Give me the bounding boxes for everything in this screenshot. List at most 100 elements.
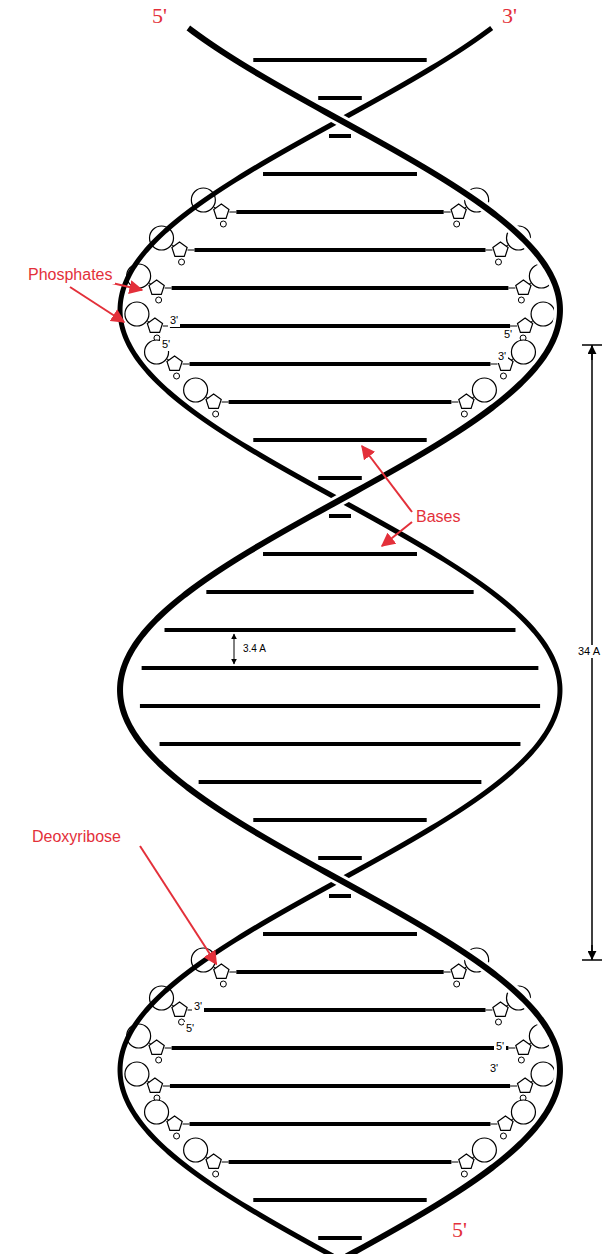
small-atom <box>220 221 226 227</box>
bond <box>165 288 172 289</box>
small-atom <box>179 259 185 265</box>
base-bar <box>318 96 362 100</box>
part-label: Bases <box>414 508 462 526</box>
bond <box>163 1086 170 1087</box>
base-bar <box>170 324 510 328</box>
leader-arrow <box>112 283 142 290</box>
small-atom <box>461 411 467 417</box>
small-atom <box>454 981 460 987</box>
base-bar <box>329 134 351 138</box>
backbone-strand <box>120 28 560 1254</box>
pitch-arrow <box>591 945 593 959</box>
base-bar <box>318 1236 362 1240</box>
phosphate-circle <box>125 1062 149 1086</box>
spacing-arrow <box>234 649 235 664</box>
base-bar <box>229 1160 452 1164</box>
base-bar <box>170 1084 510 1088</box>
base-bar <box>190 1122 491 1126</box>
carbon-label: 3' <box>168 314 180 327</box>
leader-arrow <box>362 446 412 512</box>
small-atom <box>500 373 506 379</box>
deoxyribose-pentagon <box>147 1078 162 1092</box>
base-bar <box>206 590 473 594</box>
bond <box>229 972 236 973</box>
small-atom <box>495 1019 501 1025</box>
strand-gap <box>120 28 560 1254</box>
bond <box>229 212 236 213</box>
bond <box>490 364 497 365</box>
base-bar <box>172 286 509 290</box>
bond <box>183 1124 190 1125</box>
backbone-strand <box>120 28 560 1254</box>
base-bar <box>165 628 516 632</box>
leader-arrow <box>382 522 412 546</box>
deoxyribose-pentagon <box>167 356 182 370</box>
small-atom <box>518 1057 524 1063</box>
strand-end: 5' <box>150 4 169 28</box>
small-atom <box>518 297 524 303</box>
bond <box>444 972 451 973</box>
base-bar <box>160 742 521 746</box>
phosphate-circle <box>531 1062 555 1086</box>
bond <box>451 402 458 403</box>
dimension: 3.4 A <box>241 643 268 655</box>
base-bar <box>199 780 482 784</box>
base-bar <box>142 666 539 670</box>
phosphate-circle <box>145 1100 169 1124</box>
deoxyribose-pentagon <box>516 280 531 294</box>
phosphate-circle <box>125 302 149 326</box>
small-atom <box>220 981 226 987</box>
base-bar <box>140 704 540 708</box>
bond <box>165 1048 172 1049</box>
deoxyribose-pentagon <box>517 318 532 332</box>
bond <box>444 212 451 213</box>
base-bar <box>318 476 362 480</box>
pitch-arrow <box>591 346 593 360</box>
base-bar <box>263 932 417 936</box>
deoxyribose-pentagon <box>498 1116 513 1130</box>
base-bar <box>253 438 426 442</box>
bond <box>510 326 517 327</box>
base-bar <box>253 818 426 822</box>
base-bar <box>236 970 443 974</box>
phosphate-circle <box>184 1138 208 1162</box>
deoxyribose-pentagon <box>451 204 466 218</box>
phosphate-circle <box>511 340 535 364</box>
small-atom <box>156 297 162 303</box>
part-label: Phosphates <box>26 266 115 284</box>
small-atom <box>454 221 460 227</box>
base-bar <box>172 1046 509 1050</box>
base-bar <box>253 58 426 62</box>
deoxyribose-pentagon <box>459 1154 474 1168</box>
deoxyribose-pentagon <box>459 394 474 408</box>
part-label: Deoxyribose <box>30 828 123 846</box>
carbon-label: 5' <box>160 338 172 351</box>
deoxyribose-pentagon <box>214 204 229 218</box>
phosphate-circle <box>511 1100 535 1124</box>
carbon-label: 3' <box>192 1000 204 1013</box>
strand-end: 5' <box>450 1218 469 1242</box>
base-bar <box>236 210 443 214</box>
phosphate-circle <box>184 378 208 402</box>
bond <box>490 1124 497 1125</box>
deoxyribose-pentagon <box>172 1002 187 1016</box>
deoxyribose-pentagon <box>206 1154 221 1168</box>
bond <box>485 1010 492 1011</box>
strand-end: 3' <box>500 4 519 28</box>
base-bar <box>263 552 417 556</box>
deoxyribose-pentagon <box>517 1078 532 1092</box>
bond <box>508 288 515 289</box>
small-atom <box>213 1171 219 1177</box>
carbon-label: 5' <box>494 1040 506 1053</box>
bond <box>510 1086 517 1087</box>
base-bar <box>195 1008 486 1012</box>
small-atom <box>174 1133 180 1139</box>
carbon-label: 5' <box>502 328 514 341</box>
base-bar <box>195 248 486 252</box>
deoxyribose-pentagon <box>149 280 164 294</box>
deoxyribose-pentagon <box>493 1002 508 1016</box>
phosphate-circle <box>531 302 555 326</box>
deoxyribose-pentagon <box>206 394 221 408</box>
leader-arrow <box>140 846 216 964</box>
